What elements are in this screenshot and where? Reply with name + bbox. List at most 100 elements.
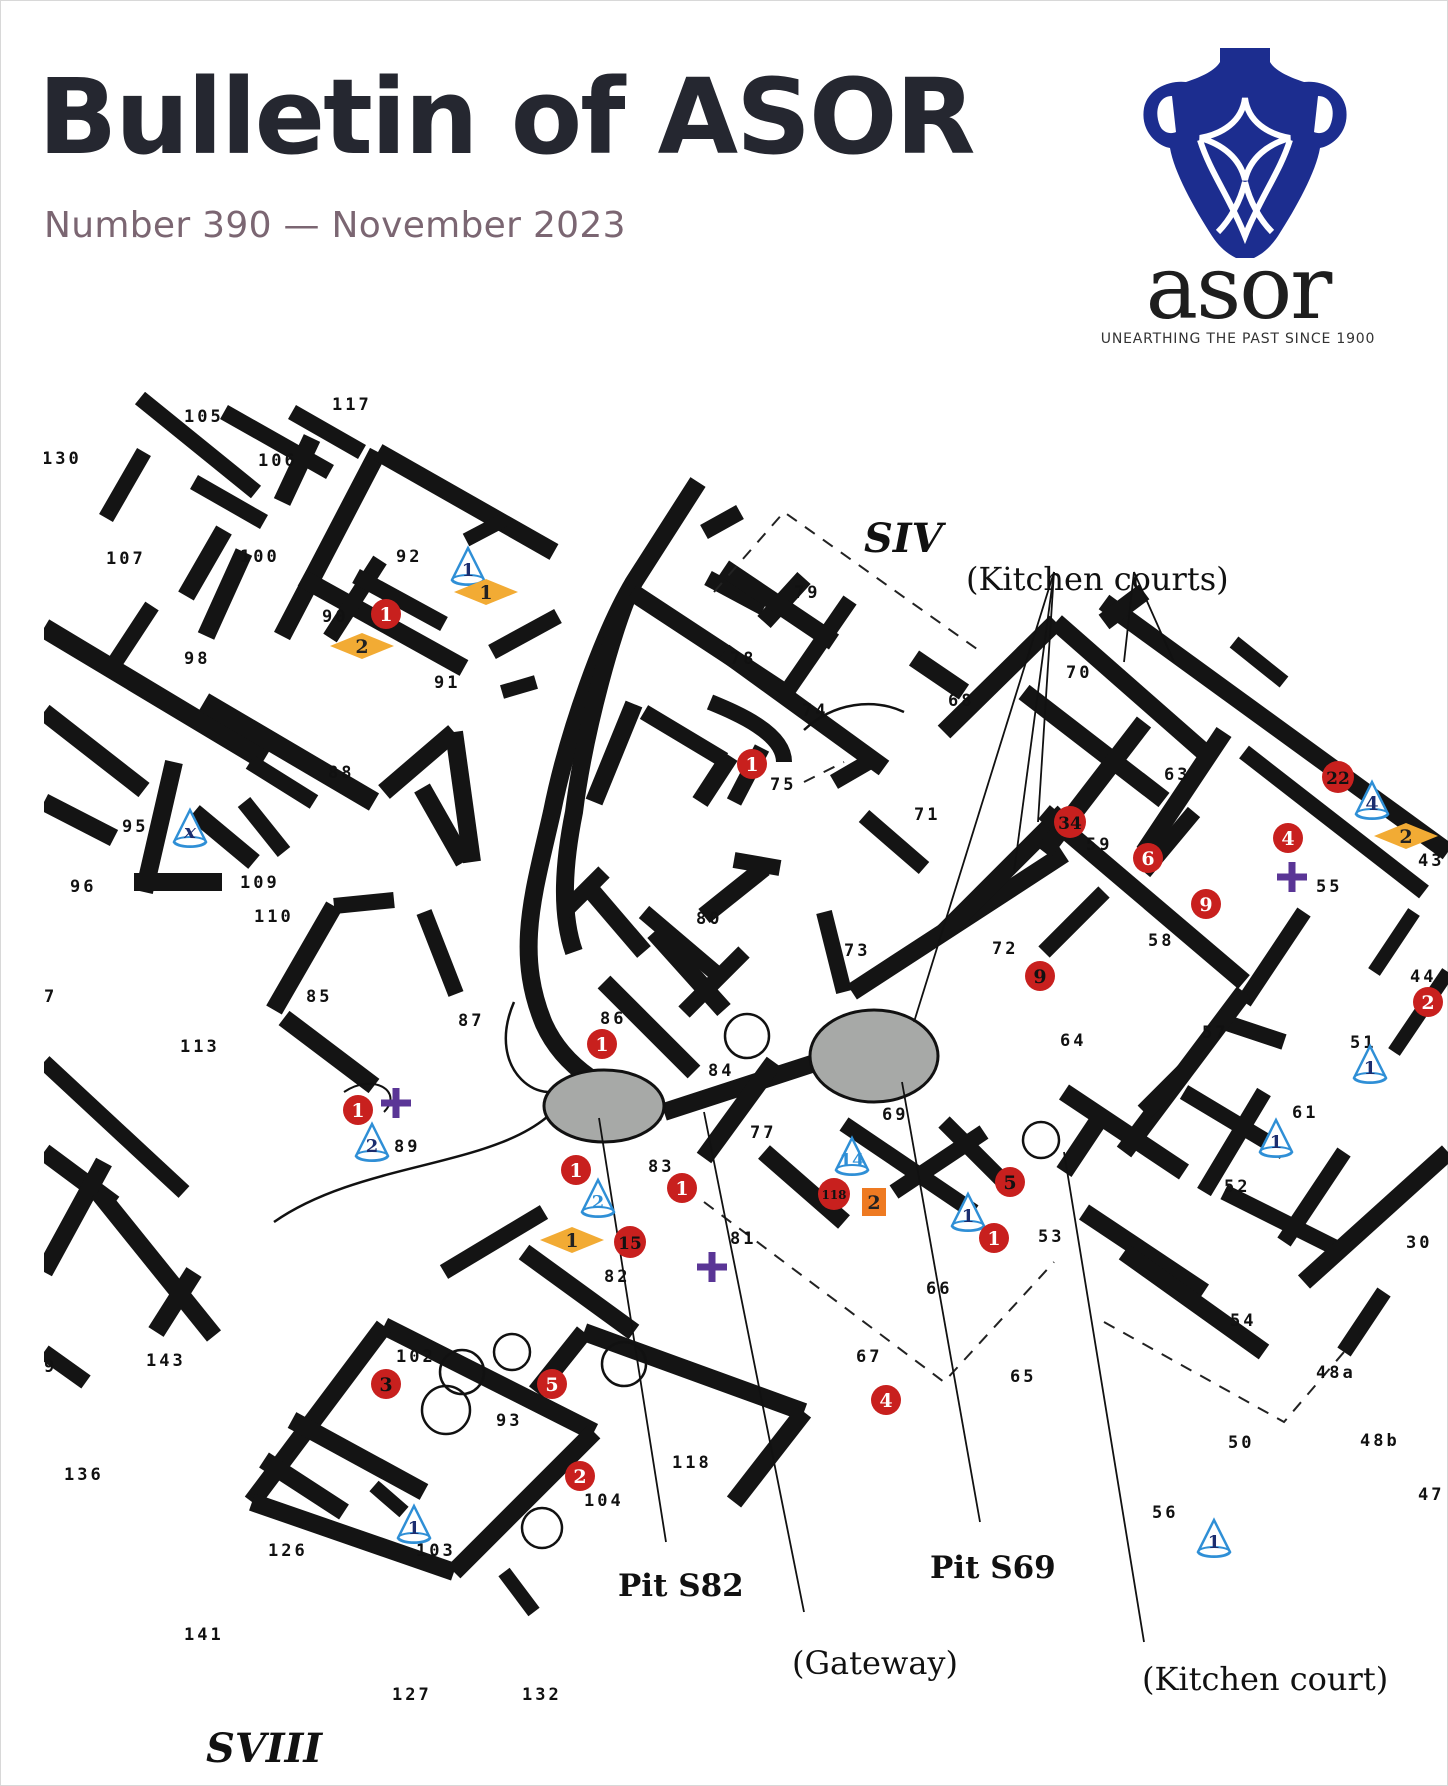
room-label: 98 [184,649,210,669]
svg-text:1: 1 [351,1100,364,1122]
red-circle-marker: 118 [818,1178,850,1210]
room-label: 72 [992,939,1018,959]
room-label: 9 [44,1357,57,1377]
room-label: 75 [770,775,796,795]
room-label: 92 [396,547,422,567]
asor-jar-logo-icon [1143,48,1347,258]
room-label: 52 [1224,1177,1250,1197]
room-label: 113 [180,1037,220,1057]
cross-icon [697,1252,727,1282]
room-label: 67 [856,1347,882,1367]
room-label: 118 [672,1453,712,1473]
room-label: 57 [1202,1023,1228,1043]
svg-text:14: 14 [839,1150,864,1171]
room-label: 70 [1066,663,1092,683]
red-circle-marker: 15 [614,1226,646,1258]
annotation-gateway: (Gateway) [792,1644,958,1682]
room-label: 106 [258,451,298,471]
blue-cone-marker: 1 [950,1192,986,1233]
svg-text:1: 1 [962,1206,975,1227]
annotation-pit-s82: Pit S82 [618,1568,744,1604]
room-label: 48b [1360,1431,1400,1451]
room-label: 59 [1086,835,1112,855]
svg-text:118: 118 [821,1188,846,1202]
svg-text:34: 34 [1058,814,1082,834]
asor-tagline: UNEARTHING THE PAST SINCE 1900 [1100,331,1376,347]
room-label: 58 [1148,931,1174,951]
room-label: 71 [914,805,940,825]
svg-text:2: 2 [573,1466,586,1488]
room-label: 73 [844,941,870,961]
cross-icon [1277,862,1307,892]
svg-text:2: 2 [867,1192,880,1214]
room-label: 54 [1230,1311,1256,1331]
svg-text:1: 1 [595,1034,608,1056]
svg-text:1: 1 [408,1518,421,1539]
orange-diamond-marker: 2 [330,633,394,659]
room-label: 50 [1228,1433,1254,1453]
room-label: 127 [392,1685,432,1705]
blue-cone-marker: 1 [1196,1518,1232,1559]
room-label: 105 [184,407,224,427]
red-circle-marker: 1 [667,1173,697,1203]
room-label: 84 [708,1061,734,1081]
red-circle-marker: 22 [1322,761,1354,793]
room-label: 7 [44,987,57,1007]
room-label: 55 [1316,877,1342,897]
room-label: 110 [254,907,294,927]
room-label: 61 [1292,1103,1318,1123]
orange-diamond-marker: 2 [1374,823,1438,849]
blue-cone-marker: 1 [396,1504,432,1545]
red-circle-marker: 3 [371,1369,401,1399]
room-label: 102 [396,1347,436,1367]
red-circle-marker: 9 [1025,961,1055,991]
red-circle-marker: 1 [561,1155,591,1185]
annotation-kitchen-court: (Kitchen court) [1142,1660,1388,1698]
cross-markers [381,862,1307,1282]
svg-text:2: 2 [592,1192,605,1213]
issue-line: Number 390 — November 2023 [44,205,626,246]
asor-wordmark: asor [1145,236,1333,339]
room-label: 74 [802,701,828,721]
red-circle-marker: 2 [565,1461,595,1491]
blue-cone-marker: 2 [580,1178,616,1219]
room-label: 82 [604,1267,630,1287]
svg-text:1: 1 [987,1228,1000,1250]
leader-lines [598,571,1175,1643]
room-label: 69 [882,1105,908,1125]
svg-text:1: 1 [1208,1532,1221,1553]
room-label: 93 [496,1411,522,1431]
sector-label-sviii: SVIII [206,1725,323,1772]
blue-cone-marker: 1 [450,546,486,587]
excavation-plan: 105 117 130 106 107 100 92 90 98 91 88 9… [44,392,1448,1772]
room-label: 44 [1410,967,1436,987]
svg-text:x: x [183,819,197,843]
pit-s69-ellipse [808,1008,940,1104]
room-label: 96 [70,877,96,897]
blue-cone-marker: 4 [1354,780,1390,821]
red-circle-marker: 4 [1273,823,1303,853]
svg-text:1: 1 [1364,1058,1377,1079]
svg-text:1: 1 [745,754,758,776]
room-labels: 105 117 130 106 107 100 92 90 98 91 88 9… [44,395,1441,1705]
room-label: 48a [1316,1363,1356,1383]
svg-text:3: 3 [379,1374,392,1396]
room-label: 68 [948,691,974,711]
room-label: 104 [584,1491,624,1511]
room-label: 79 [794,583,820,603]
red-circle-marker: 4 [871,1385,901,1415]
journal-title: Bulletin of ASOR [38,56,976,178]
room-label: 83 [648,1157,674,1177]
red-circle-marker: 1 [343,1095,373,1125]
room-label: 143 [146,1351,186,1371]
red-circle-marker: 5 [995,1167,1025,1197]
orange-diamond-marker: 1 [454,579,518,605]
annotation-kitchen-courts: (Kitchen courts) [966,560,1229,598]
svg-text:2: 2 [355,636,368,658]
room-label: 77 [750,1123,776,1143]
room-label: 100 [240,547,280,567]
room-label: 126 [268,1541,308,1561]
dashed-boundaries [703,510,1345,1424]
svg-text:5: 5 [545,1374,558,1396]
svg-text:4: 4 [879,1390,892,1412]
